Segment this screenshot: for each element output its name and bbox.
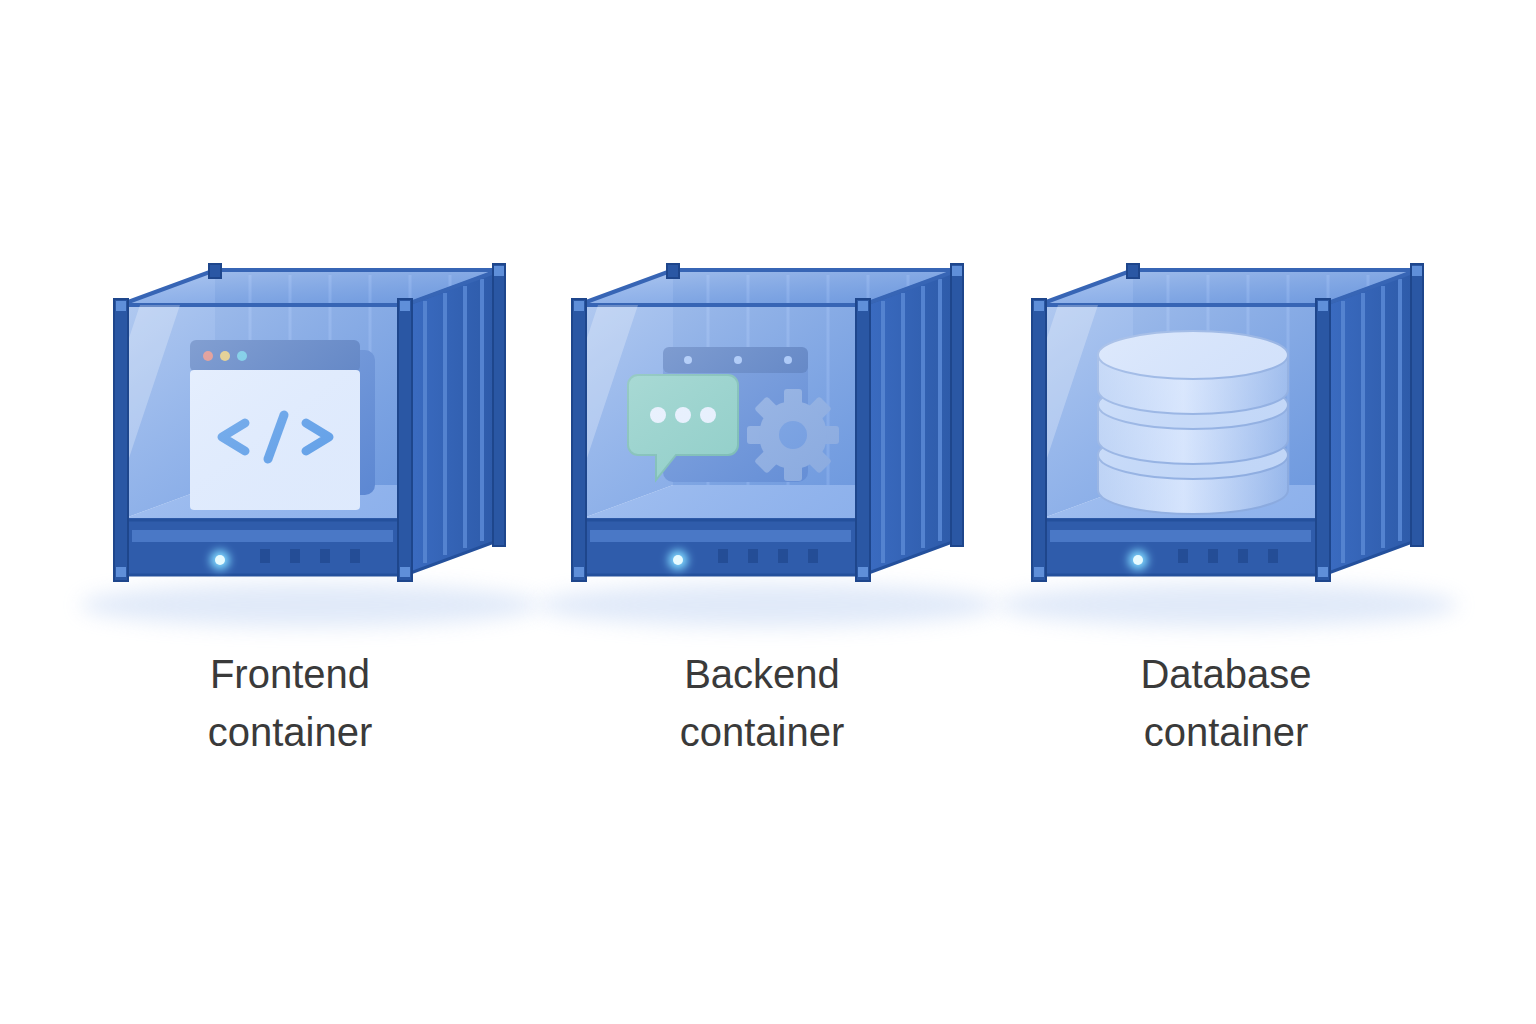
container-node: Backend container xyxy=(562,250,962,770)
container-label: Database container xyxy=(1076,645,1376,761)
container-label: Backend container xyxy=(612,645,912,761)
container-node: Database container xyxy=(1026,250,1426,770)
container-label: Frontend container xyxy=(140,645,440,761)
container-node: Frontend container xyxy=(90,250,490,770)
